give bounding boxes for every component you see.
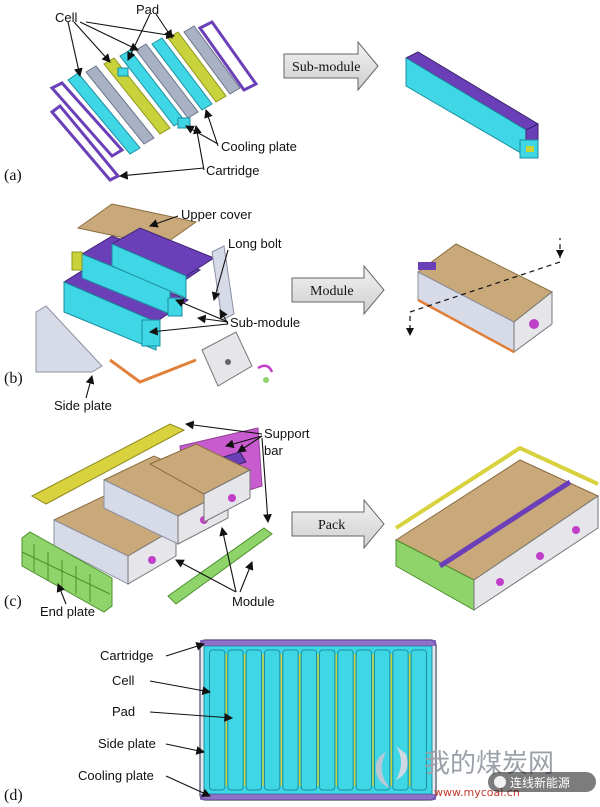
callout-lines-a (67, 13, 219, 180)
cross-section-cell (300, 649, 317, 791)
cross-section-cell (245, 649, 263, 791)
callout-lines-d (149, 642, 234, 797)
support-bar-bottom (167, 527, 273, 605)
watermark-badge-bg (488, 772, 596, 792)
support-bar-top (30, 423, 186, 505)
pack-module-left (52, 495, 178, 585)
arrow-pack: Pack (291, 498, 385, 550)
callout-lines-b (85, 215, 229, 399)
cartridge-top-rail (200, 640, 436, 646)
cell-tab (117, 67, 129, 77)
arrow-sub-module-label: Sub-module (292, 60, 360, 75)
exploded-cell-stack (49, 20, 259, 158)
panel-label-d: (d) (4, 787, 23, 804)
callout-lines-c (56, 420, 272, 605)
cross-section-cell (282, 649, 299, 791)
arrow-module: Module (291, 264, 385, 316)
cross-section-cell (355, 649, 372, 791)
cross-section-cell (264, 649, 281, 791)
pack-module-right (148, 443, 252, 523)
cooling-plate-slab (135, 43, 199, 119)
callout-side-plate-d: Side plate (98, 736, 156, 751)
callout-side-plate: Side plate (54, 398, 112, 413)
module-assembled (406, 238, 564, 354)
sub-module-assembled (404, 51, 540, 159)
end-plate (21, 531, 113, 613)
cell-slab (151, 37, 213, 111)
cooling-plate-bottom-rail (200, 794, 436, 800)
end-plate-connector (201, 331, 274, 387)
callout-upper-cover: Upper cover (181, 207, 252, 222)
cross-section-cell (227, 649, 244, 791)
callout-sub-module: Sub-module (230, 315, 300, 330)
cooling-plate-slab (183, 25, 241, 95)
callout-long-bolt: Long bolt (228, 236, 282, 251)
callout-cell-d: Cell (112, 673, 135, 688)
arrow-pack-label: Pack (318, 518, 345, 533)
callout-pad-d: Pad (112, 704, 135, 719)
cooling-plate-slab (85, 65, 155, 145)
pack-assembled (394, 445, 600, 611)
flame-logo-icon-2 (396, 746, 408, 780)
panel-b: Upper cover Long bolt Sub-module Side pl… (4, 203, 564, 413)
callout-cooling-plate: Cooling plate (221, 139, 297, 154)
cell-dividers (209, 649, 427, 791)
panel-d: Cartridge Cell Pad Side plate Cooling pl… (4, 639, 437, 804)
callout-cartridge-d: Cartridge (100, 648, 153, 663)
callout-module: Module (232, 594, 275, 609)
watermark: 我的煤炭网 www.mycoal.cn 连线新能源 (375, 746, 596, 799)
callout-bar: bar (264, 443, 283, 458)
arrow-module-label: Module (310, 284, 354, 299)
exploded-sub-modules (62, 227, 216, 351)
cross-section-cell (410, 649, 427, 791)
callout-support: Support (264, 426, 310, 441)
cross-section-cell (337, 649, 354, 791)
side-plate-right (211, 245, 235, 321)
panel-c: Support bar End plate Module Pack (c) (4, 420, 600, 619)
flame-logo-icon (375, 752, 390, 788)
panel-label-b: (b) (4, 370, 23, 387)
watermark-badge: 连线新能源 (510, 775, 570, 790)
cartridge-frame-bottom (49, 103, 121, 182)
callout-end-plate: End plate (40, 604, 95, 619)
callout-cartridge: Cartridge (206, 163, 259, 178)
panel-a: Cell Pad Cooling plate Cartridge Sub-mod… (4, 2, 540, 184)
cell-tab (177, 117, 191, 129)
bottom-bracket (109, 358, 197, 384)
panel-label-c: (c) (4, 593, 22, 610)
callout-cooling-plate-d: Cooling plate (78, 768, 154, 783)
cartridge-frame-right (197, 20, 259, 92)
callout-pad: Pad (136, 2, 159, 17)
callout-cell: Cell (55, 10, 78, 25)
cross-section-cell (374, 649, 391, 791)
cross-section-cell (209, 649, 226, 791)
panel-label-a: (a) (4, 167, 22, 184)
side-plate (35, 305, 103, 373)
cartridge-frame-left (49, 81, 125, 158)
cross-section-cell (319, 649, 336, 791)
arrow-sub-module: Sub-module (283, 40, 379, 92)
wechat-icon (494, 776, 506, 788)
